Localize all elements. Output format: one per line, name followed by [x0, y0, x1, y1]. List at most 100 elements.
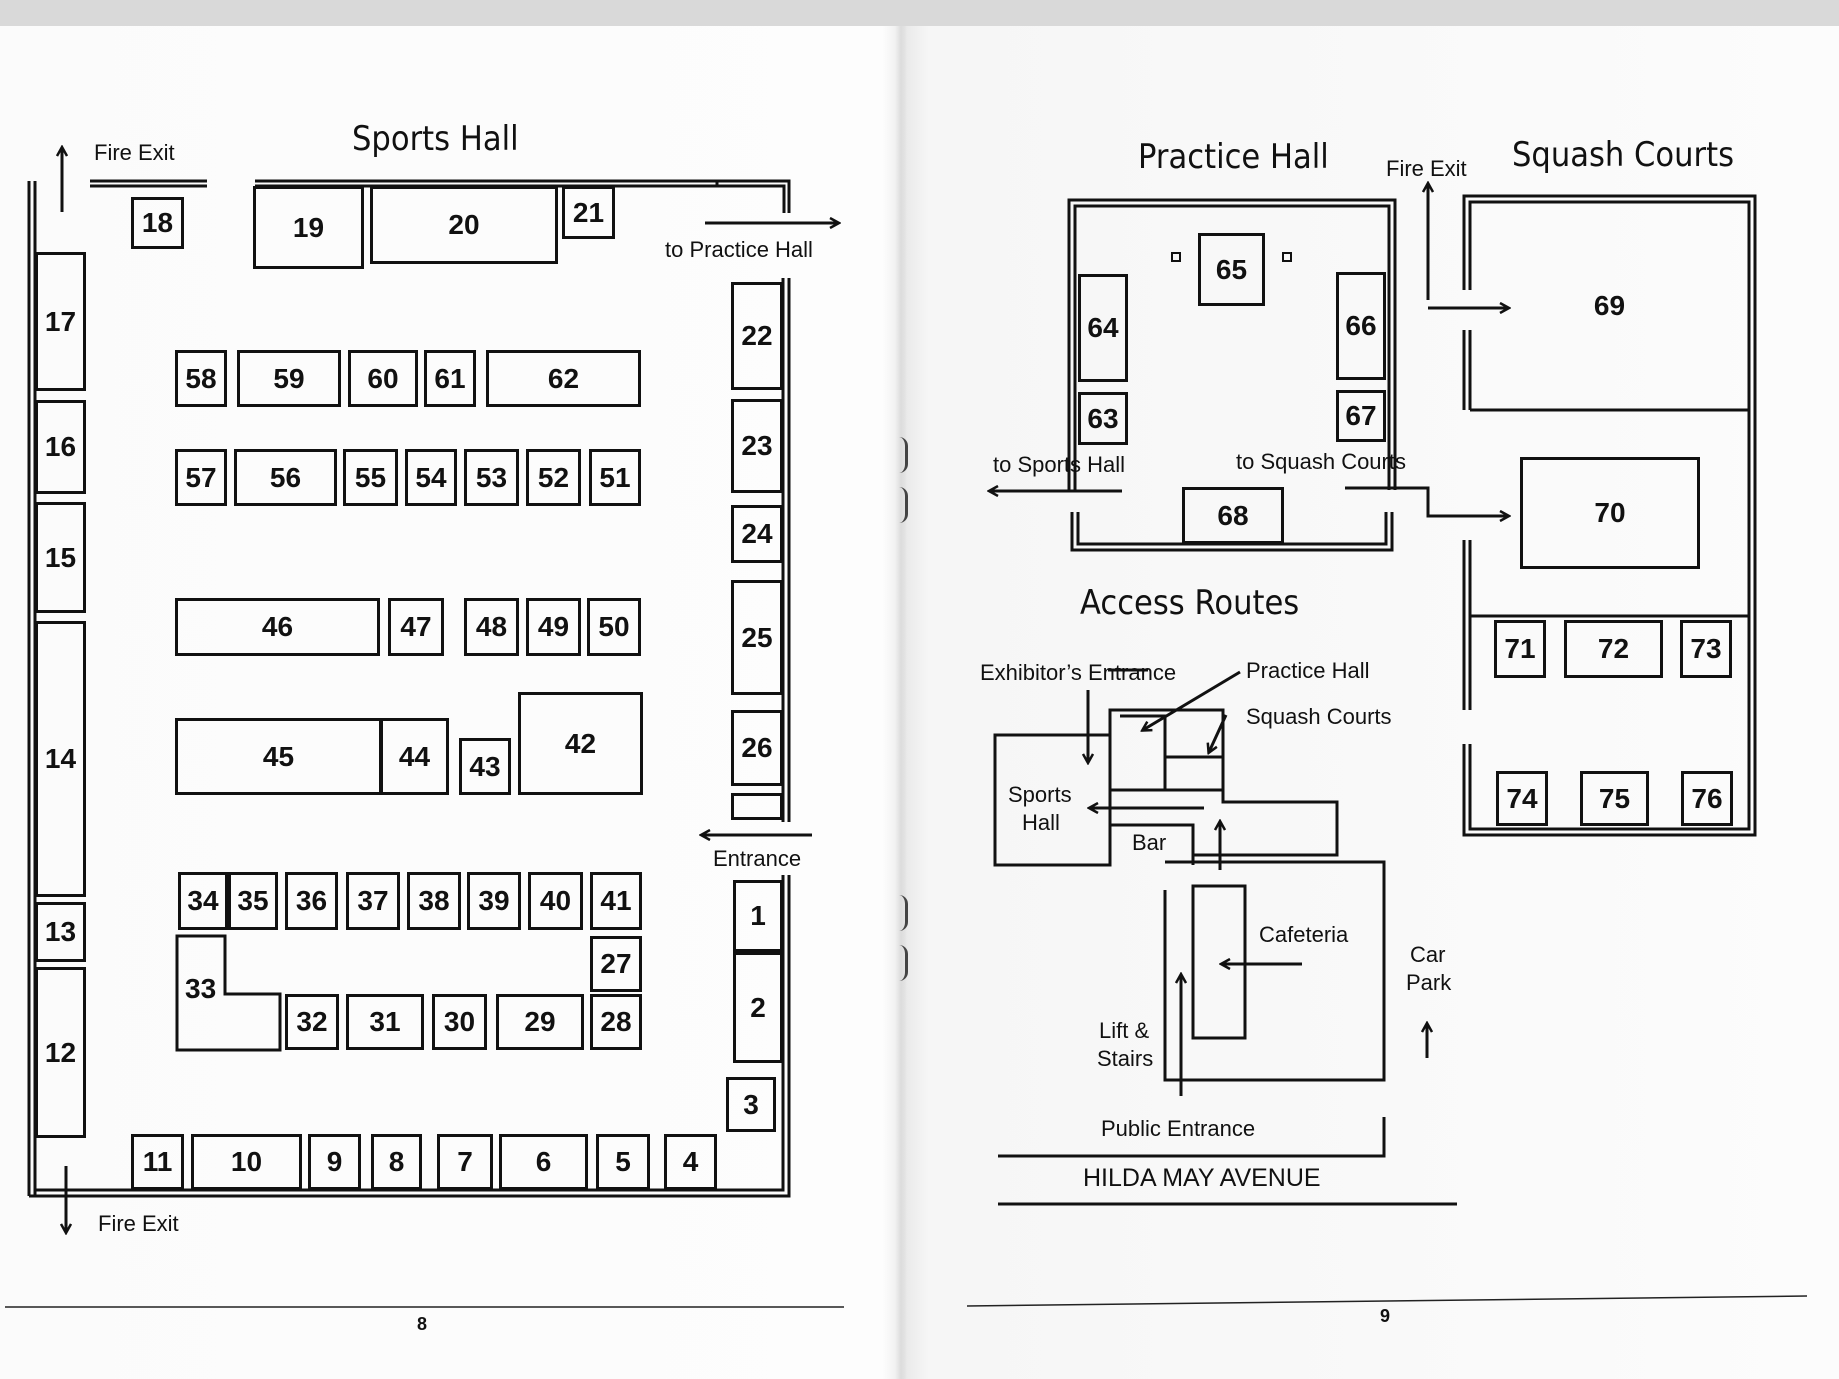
stand-54[interactable]: 54	[405, 449, 457, 506]
stand-56[interactable]: 56	[234, 449, 337, 506]
stand-49[interactable]: 49	[526, 598, 581, 656]
squash-courts-route-label: Squash Courts	[1246, 704, 1392, 729]
stand-34[interactable]: 34	[178, 872, 228, 930]
fire-exit-label-bottom: Fire Exit	[98, 1211, 179, 1236]
stand-28[interactable]: 28	[590, 994, 642, 1050]
stand-3[interactable]: 3	[726, 1077, 776, 1132]
stand-48[interactable]: 48	[464, 598, 519, 656]
squash-courts-title: Squash Courts	[1512, 135, 1735, 175]
stand-45[interactable]: 45	[175, 718, 382, 795]
lift-stairs-label-2: Stairs	[1097, 1046, 1154, 1071]
stand-73[interactable]: 73	[1680, 620, 1732, 678]
cafeteria-label: Cafeteria	[1259, 922, 1349, 947]
stand-37[interactable]: 37	[346, 872, 400, 930]
stand-8[interactable]: 8	[371, 1134, 422, 1190]
stand-46[interactable]: 46	[175, 598, 380, 656]
sports-hall-route-label-2: Hall	[1022, 810, 1060, 835]
stand-27[interactable]: 27	[590, 936, 642, 992]
stand-65[interactable]: 65	[1198, 233, 1265, 306]
stand-59[interactable]: 59	[237, 350, 341, 407]
stand-57[interactable]: 57	[175, 449, 227, 506]
fire-exit-label: Fire Exit	[1386, 156, 1467, 181]
stand-11[interactable]: 11	[131, 1134, 184, 1190]
stand-26[interactable]: 26	[731, 710, 783, 786]
stand-66[interactable]: 66	[1336, 272, 1386, 380]
stand-24[interactable]: 24	[731, 505, 783, 563]
stand-74[interactable]: 74	[1496, 771, 1548, 826]
page-number-8: 8	[417, 1314, 428, 1334]
stand-7[interactable]: 7	[437, 1134, 493, 1190]
stand-33-outline[interactable]	[175, 934, 282, 1052]
exhibitors-entrance-label: Exhibitor’s Entrance	[980, 660, 1177, 685]
stand-23[interactable]: 23	[731, 399, 783, 493]
stand-62[interactable]: 62	[486, 350, 641, 407]
stand-20[interactable]: 20	[370, 186, 558, 264]
stand-71[interactable]: 71	[1494, 620, 1546, 678]
staple	[899, 895, 908, 931]
stand-72[interactable]: 72	[1564, 620, 1663, 678]
staple	[899, 437, 908, 473]
stand-61[interactable]: 61	[424, 350, 476, 407]
stand-1[interactable]: 1	[733, 880, 783, 952]
stand-64[interactable]: 64	[1078, 274, 1128, 382]
stand-63[interactable]: 63	[1078, 392, 1128, 445]
stand-17[interactable]: 17	[35, 252, 86, 391]
stand-unnumbered[interactable]	[731, 793, 783, 820]
stand-25[interactable]: 25	[731, 580, 783, 695]
to-squash-courts-label: to Squash Courts	[1236, 449, 1406, 474]
stand-35[interactable]: 35	[228, 872, 278, 930]
stand-43[interactable]: 43	[459, 738, 511, 795]
practice-hall-walls	[1067, 198, 1397, 552]
stand-33: 33	[185, 973, 217, 1004]
stand-38[interactable]: 38	[407, 872, 461, 930]
lift-stairs-label-1: Lift &	[1099, 1018, 1150, 1043]
stand-75[interactable]: 75	[1580, 771, 1649, 826]
stand-70[interactable]: 70	[1520, 457, 1700, 569]
stand-5[interactable]: 5	[596, 1134, 650, 1190]
page-rule-right	[966, 1295, 1808, 1307]
book-gutter	[895, 26, 907, 1379]
stand-12[interactable]: 12	[35, 967, 86, 1138]
stand-19[interactable]: 19	[253, 186, 364, 269]
hilda-may-avenue-line-top	[998, 1117, 1386, 1158]
stand-14[interactable]: 14	[35, 621, 86, 897]
stand-41[interactable]: 41	[590, 872, 642, 930]
stand-67[interactable]: 67	[1336, 390, 1386, 442]
stand-15[interactable]: 15	[35, 502, 86, 613]
stand-50[interactable]: 50	[587, 598, 641, 656]
stand-68[interactable]: 68	[1182, 487, 1284, 544]
stand-53[interactable]: 53	[464, 449, 519, 506]
stand-16[interactable]: 16	[35, 400, 86, 494]
stand-47[interactable]: 47	[388, 598, 444, 656]
stand-6[interactable]: 6	[499, 1134, 588, 1190]
stand-21[interactable]: 21	[562, 186, 615, 239]
stand-44[interactable]: 44	[380, 718, 449, 795]
stand-10[interactable]: 10	[191, 1134, 302, 1190]
stand-32[interactable]: 32	[285, 994, 339, 1050]
stand-22[interactable]: 22	[731, 282, 783, 390]
stand-76[interactable]: 76	[1681, 771, 1733, 826]
stand-18[interactable]: 18	[131, 197, 184, 249]
stand-31[interactable]: 31	[346, 994, 424, 1050]
stand-42[interactable]: 42	[518, 692, 643, 795]
stand-51[interactable]: 51	[589, 449, 641, 506]
stand-4[interactable]: 4	[664, 1134, 717, 1190]
stand-36[interactable]: 36	[285, 872, 338, 930]
stand-52[interactable]: 52	[526, 449, 581, 506]
stand-30[interactable]: 30	[432, 994, 487, 1050]
street-name: HILDA MAY AVENUE	[1083, 1164, 1321, 1192]
stand-60[interactable]: 60	[348, 350, 418, 407]
stand-40[interactable]: 40	[528, 872, 583, 930]
stand-9[interactable]: 9	[308, 1134, 361, 1190]
bar-label: Bar	[1132, 830, 1167, 855]
stand-29[interactable]: 29	[496, 994, 584, 1050]
stand-13[interactable]: 13	[35, 902, 86, 962]
squash-courts-walls	[1462, 194, 1757, 837]
stand-58[interactable]: 58	[175, 350, 227, 407]
stand-55[interactable]: 55	[343, 449, 398, 506]
scanner-edge	[0, 0, 1839, 26]
stand-69[interactable]: 69	[1593, 290, 1626, 321]
stand-39[interactable]: 39	[467, 872, 521, 930]
stand-2[interactable]: 2	[733, 952, 783, 1063]
